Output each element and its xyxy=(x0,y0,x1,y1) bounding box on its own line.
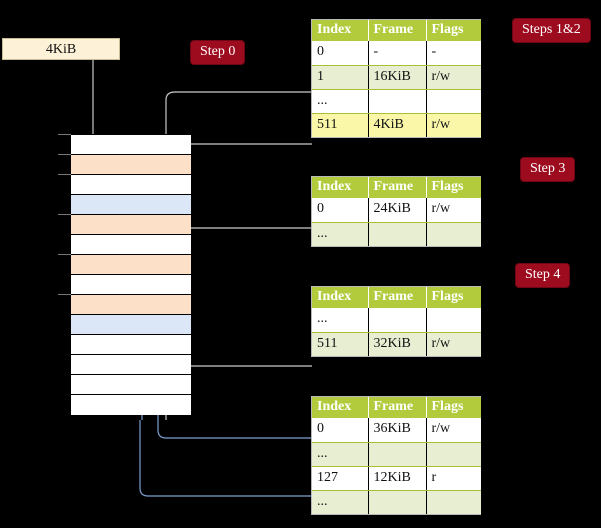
cell-frame: 12KiB xyxy=(368,466,427,491)
badge-steps-1-2: Steps 1&2 xyxy=(513,19,590,42)
cell-frame: 4KiB xyxy=(368,113,427,137)
memory-frame-row xyxy=(71,295,191,315)
cell-flags: - xyxy=(426,41,481,66)
cell-index: 0 xyxy=(312,198,369,223)
table-row: ... xyxy=(312,442,481,467)
cell-index: 127 xyxy=(312,466,369,491)
cell-flags: r/w xyxy=(426,65,481,90)
memory-frame-row xyxy=(71,375,191,395)
col-header-index: Index xyxy=(312,177,369,198)
wire-table3-511-to-column xyxy=(183,318,312,367)
col-header-frame: Frame xyxy=(368,397,427,418)
wire-table4-127-to-column xyxy=(139,420,312,497)
cell-flags: r/w xyxy=(426,418,481,443)
cell-frame xyxy=(368,442,427,467)
table-row: ... xyxy=(312,490,481,514)
table-row: 0-- xyxy=(312,41,481,66)
col-header-index: Index xyxy=(312,20,369,41)
memory-frame-row xyxy=(71,235,191,255)
col-header-index: Index xyxy=(312,287,369,308)
cell-frame xyxy=(368,308,427,333)
cell-index: ... xyxy=(312,308,369,333)
cell-frame xyxy=(368,89,427,114)
memory-frame-row xyxy=(71,215,191,235)
badge-step-4: Step 4 xyxy=(516,264,570,287)
col-header-flags: Flags xyxy=(426,177,481,198)
col-header-frame: Frame xyxy=(368,287,427,308)
cell-flags: r xyxy=(426,466,481,491)
memory-column xyxy=(70,134,191,415)
col-header-flags: Flags xyxy=(426,287,481,308)
cell-flags xyxy=(426,308,481,333)
cell-index: 511 xyxy=(312,332,369,356)
memory-frame-row xyxy=(71,315,191,335)
cell-index: ... xyxy=(312,490,369,514)
cell-flags xyxy=(426,222,481,246)
memory-row-tick xyxy=(58,254,71,255)
wire-table1-511-to-column xyxy=(169,143,312,160)
cell-index: ... xyxy=(312,222,369,246)
source-frame-box: 4KiB xyxy=(2,38,120,60)
cell-frame xyxy=(368,490,427,514)
memory-row-tick xyxy=(58,134,71,135)
memory-frame-row xyxy=(71,395,191,415)
cell-flags xyxy=(426,490,481,514)
col-header-flags: Flags xyxy=(426,20,481,41)
memory-row-tick xyxy=(58,154,71,155)
memory-frame-row xyxy=(71,275,191,295)
cell-flags xyxy=(426,442,481,467)
cell-frame: 32KiB xyxy=(368,332,427,356)
memory-frame-row xyxy=(71,175,191,195)
cell-index: ... xyxy=(312,89,369,114)
cell-flags xyxy=(426,89,481,114)
cell-frame xyxy=(368,222,427,246)
cell-index: 511 xyxy=(312,113,369,137)
memory-frame-row xyxy=(71,155,191,175)
cell-index: 0 xyxy=(312,41,369,66)
cell-flags: r/w xyxy=(426,198,481,223)
memory-frame-row xyxy=(71,135,191,155)
memory-row-tick xyxy=(58,214,71,215)
cell-index: ... xyxy=(312,442,369,467)
wire-table2-0-to-column xyxy=(177,227,312,248)
col-header-index: Index xyxy=(312,397,369,418)
badge-step-0: Step 0 xyxy=(191,41,245,64)
cell-index: 1 xyxy=(312,65,369,90)
cell-frame: - xyxy=(368,41,427,66)
cell-frame: 36KiB xyxy=(368,418,427,443)
col-header-frame: Frame xyxy=(368,177,427,198)
col-header-frame: Frame xyxy=(368,20,427,41)
memory-frame-row xyxy=(71,355,191,375)
table-row: ... xyxy=(312,222,481,246)
memory-row-tick xyxy=(58,174,71,175)
memory-frame-row xyxy=(71,255,191,275)
badge-step-3: Step 3 xyxy=(521,158,575,181)
col-header-flags: Flags xyxy=(426,397,481,418)
memory-frame-row xyxy=(71,195,191,215)
cell-frame: 16KiB xyxy=(368,65,427,90)
table-row: ... xyxy=(312,308,481,333)
table-row: ... xyxy=(312,89,481,114)
memory-row-tick xyxy=(58,294,71,295)
cell-frame: 24KiB xyxy=(368,198,427,223)
cell-flags: r/w xyxy=(426,332,481,356)
cell-index: 0 xyxy=(312,418,369,443)
cell-flags: r/w xyxy=(426,113,481,137)
memory-frame-row xyxy=(71,335,191,355)
